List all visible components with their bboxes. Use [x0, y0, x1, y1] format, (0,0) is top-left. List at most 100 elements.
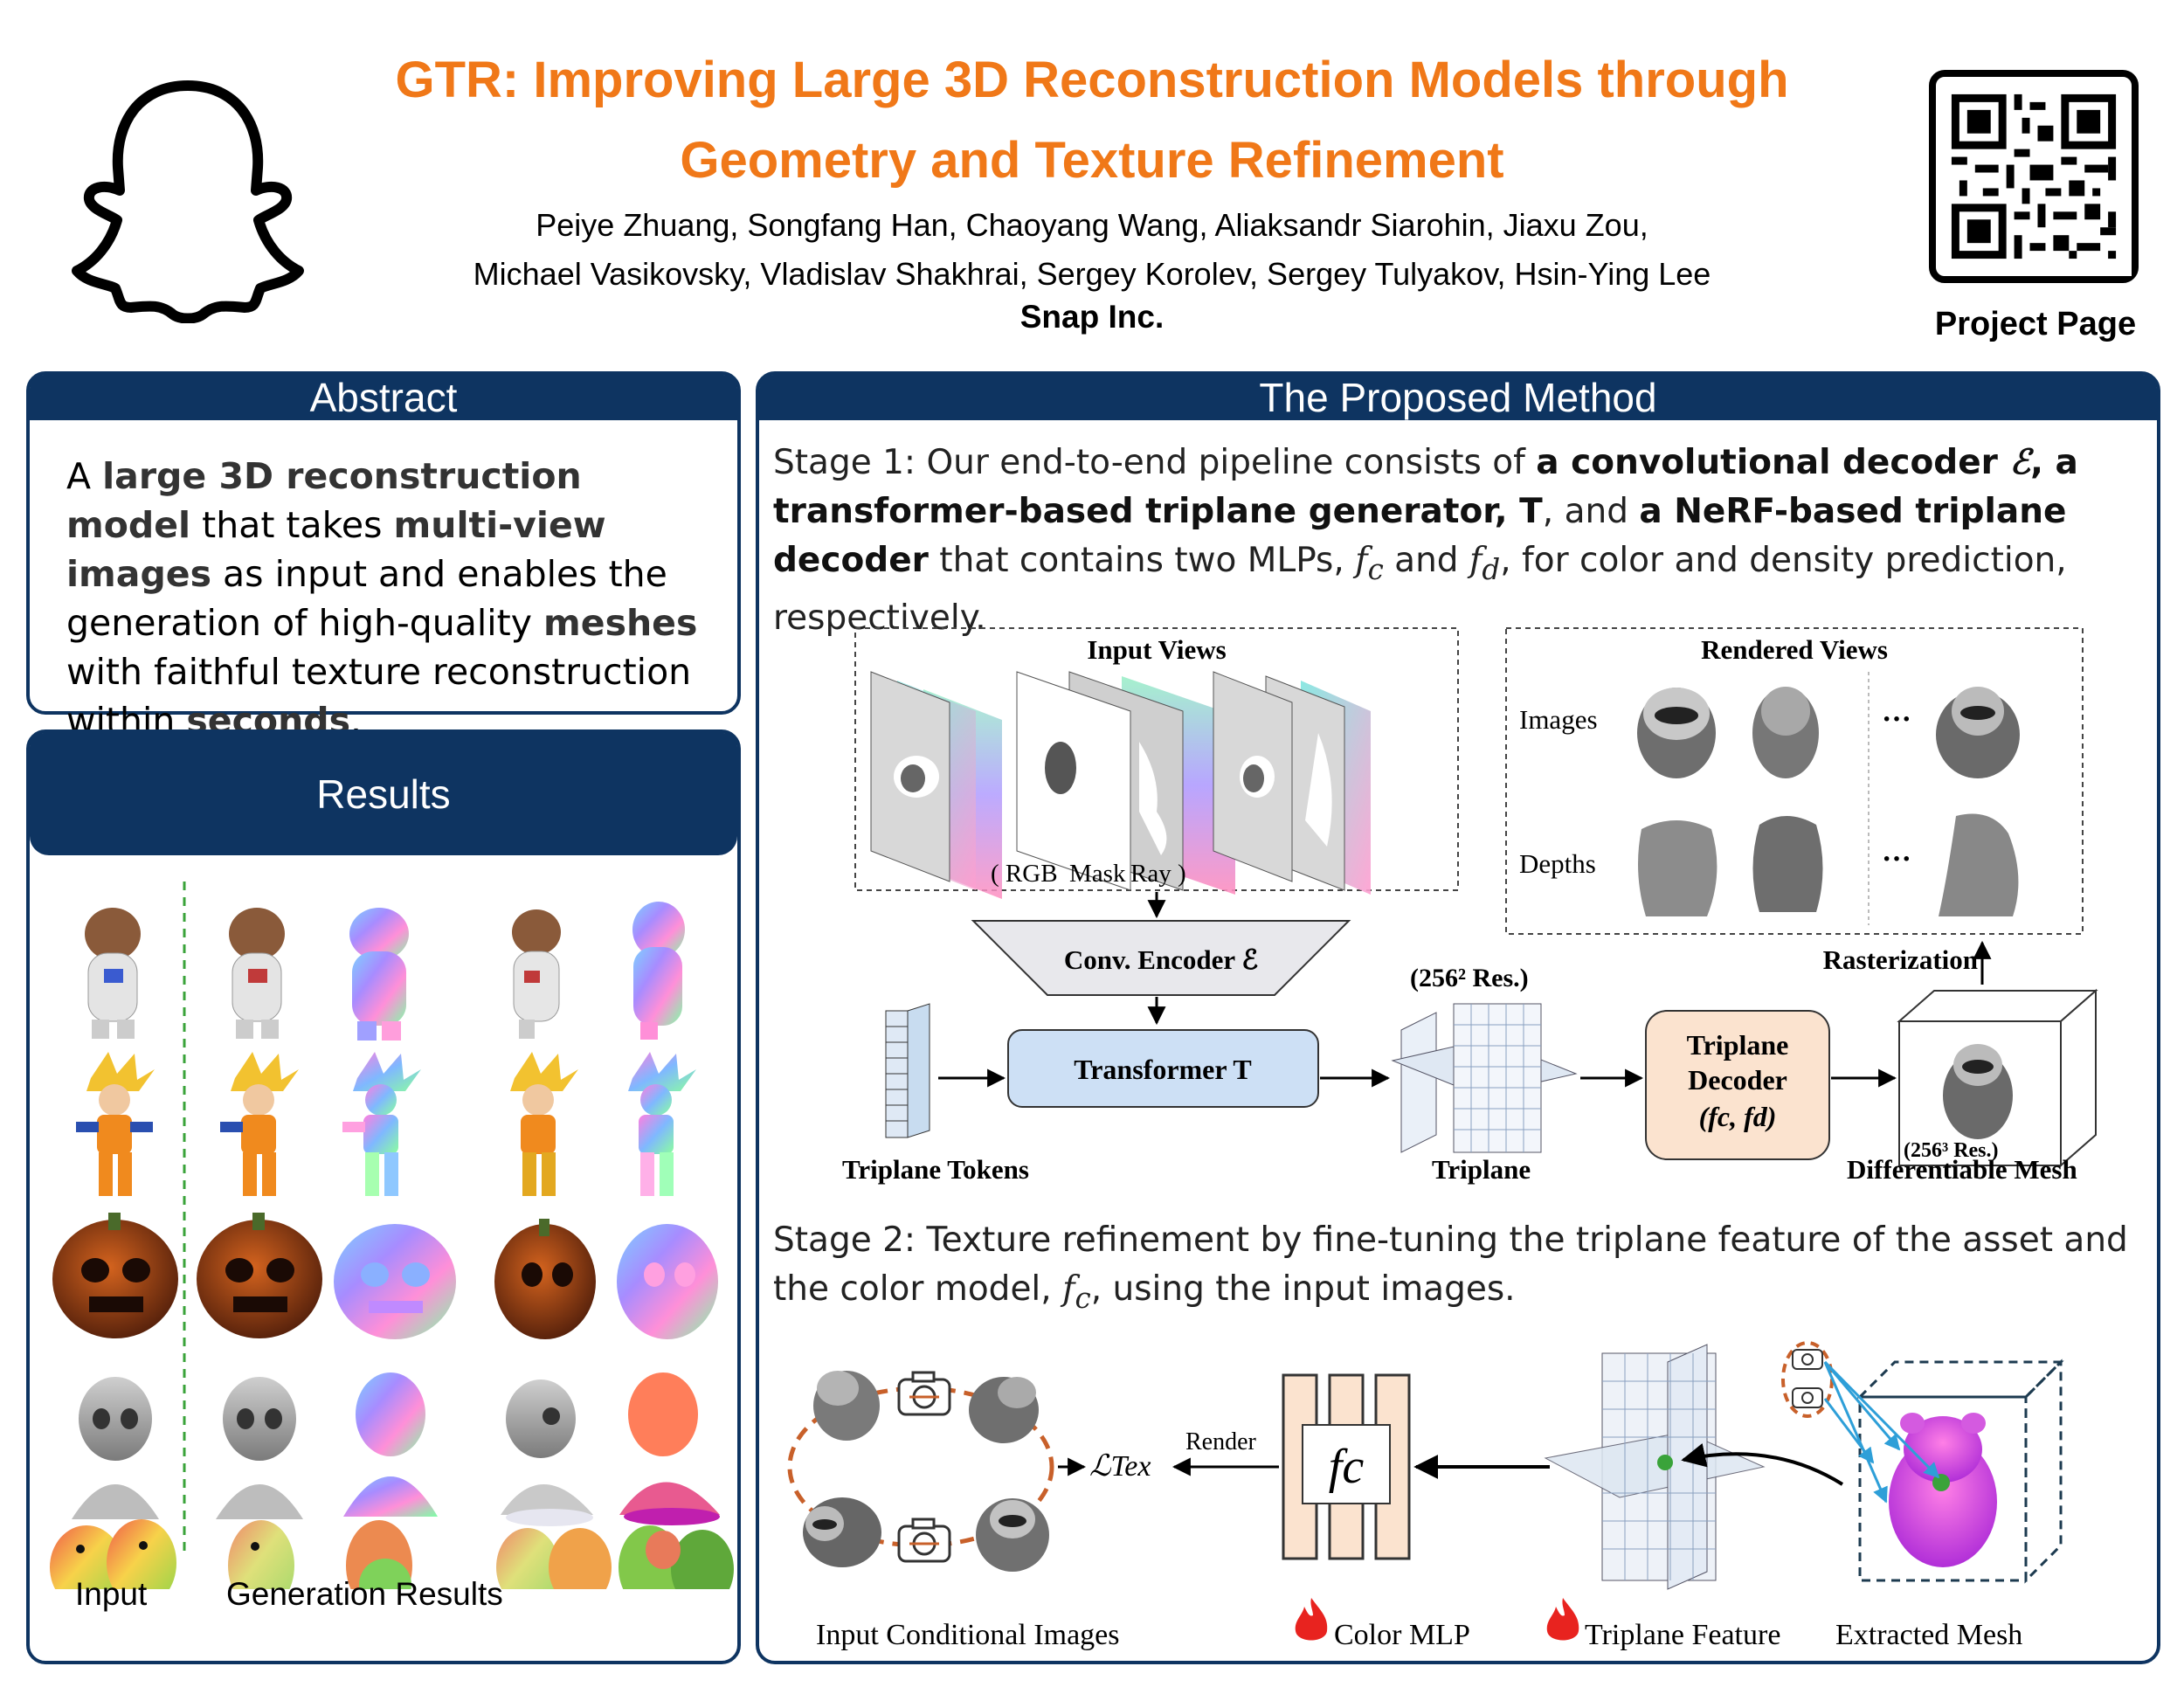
abstract-heading: Abstract — [30, 375, 737, 420]
transformer-label: Transformer T — [1074, 1054, 1252, 1085]
mask-label: Mask — [1069, 860, 1126, 888]
camera-icon — [897, 1371, 951, 1416]
color-mlp-block — [1282, 1373, 1411, 1560]
rendered-views-label: Rendered Views — [1701, 634, 1888, 665]
mesh-res-label: (256³ Res.) — [1904, 1139, 1999, 1162]
triplane-planes — [1391, 1003, 1578, 1153]
stage1-text-part: and — [1383, 541, 1469, 580]
abstract-bold: large 3D reconstruction model — [66, 455, 582, 546]
fc-label: fc — [1329, 1440, 1365, 1494]
mesh-sample-point — [1932, 1474, 1950, 1491]
stage1-bold: a NeRF-based triplane decoder — [773, 492, 2067, 580]
images-row-label: Images — [1519, 704, 1598, 735]
qr-code-icon — [1943, 86, 2132, 276]
title-line-2: Geometry and Texture Refinement — [680, 132, 1504, 189]
rasterization-label: Rasterization — [1823, 944, 1978, 975]
triplane-res-label: (256² Res.) — [1410, 964, 1529, 992]
abstract-body: A large 3D reconstruction model that tak… — [66, 452, 717, 745]
abstract-bold: meshes — [543, 602, 698, 644]
color-mlp-label: Color MLP — [1334, 1619, 1470, 1651]
authors-line-1: Peiye Zhuang, Songfang Han, Chaoyang Wan… — [536, 207, 1648, 243]
depths-row-label: Depths — [1519, 848, 1596, 879]
abstract-text: A — [66, 455, 103, 497]
stage1-math: f — [1355, 541, 1368, 580]
differentiable-mesh-cube — [1897, 988, 2098, 1168]
camera-icon — [1792, 1349, 1823, 1370]
results-input-label: Input — [75, 1576, 148, 1612]
triplane-decoder-label-1: Triplane — [1687, 1029, 1789, 1061]
transformer-block — [1007, 1029, 1319, 1108]
stage2-text-part: , using the input images. — [1090, 1269, 1516, 1309]
camera-rays — [1823, 1360, 1940, 1504]
abstract-text: with faithful texture reconstruction wit… — [66, 651, 692, 742]
input-views-label: Input Views — [1087, 634, 1226, 665]
result-row-bear — [85, 902, 685, 1041]
conditional-images — [803, 1371, 1049, 1572]
ghost-icon — [72, 80, 304, 324]
abstract-panel: Abstract A large 3D reconstruction model… — [26, 371, 741, 742]
stage1-math: ℰ — [2009, 442, 2031, 482]
rgb-label: ( RGB — [991, 860, 1058, 888]
affiliation: Snap Inc. — [1019, 299, 1165, 335]
camera-icon — [897, 1518, 951, 1563]
results-heading: Results — [30, 733, 737, 855]
flame-icon — [1295, 1598, 1328, 1641]
conv-encoder-label: Conv. Encoder ℰ — [1064, 944, 1259, 975]
triplane-feature-label: Triplane Feature — [1585, 1619, 1780, 1651]
abstract-text: that takes — [190, 504, 394, 546]
flame-icon — [1546, 1598, 1579, 1641]
stage1-text-part: , and — [1542, 492, 1640, 531]
author-list: Peiye Zhuang, Songfang Han, Chaoyang Wan… — [297, 201, 1887, 299]
title-line-1: GTR: Improving Large 3D Reconstruction M… — [395, 52, 1789, 108]
rendered-images — [1637, 687, 2020, 916]
triplane-decoder-label-2: Decoder — [1688, 1064, 1787, 1096]
rendered-views-box — [1505, 627, 2084, 935]
poster-title: GTR: Improving Large 3D Reconstruction M… — [297, 40, 1887, 201]
abstract-text: as input and enables the generation of h… — [66, 553, 667, 644]
result-row-pumpkin — [52, 1213, 718, 1339]
qr-label: Project Page — [1934, 306, 2137, 342]
method-heading: The Proposed Method — [759, 375, 2157, 420]
stage1-diagram: Input Views ( RGB Mask Ray ) Conv. Encod… — [842, 627, 2098, 1185]
stage1-math: f — [1469, 541, 1482, 580]
conv-encoder-block — [971, 920, 1351, 996]
result-row-skull — [72, 1372, 720, 1526]
input-view-stacks — [870, 671, 1371, 899]
stage2-diagram: ℒTex Input Conditional Images Render fc … — [787, 1341, 2064, 1651]
camera-icon — [1792, 1387, 1823, 1408]
results-panel: Results — [26, 729, 741, 1664]
triplane-tokens-stack — [885, 1003, 930, 1138]
triplane-decoder-label-3: (fc, fd) — [1699, 1101, 1777, 1132]
abstract-bold: multi-view images — [66, 504, 606, 595]
input-cond-images-label: Input Conditional Images — [816, 1619, 1120, 1651]
triplane-label: Triplane — [1432, 1154, 1531, 1185]
stage1-text: Stage 1: Our end-to-end pipeline consist… — [773, 438, 2153, 643]
stage2-math-sub: c — [1075, 1281, 1091, 1315]
loss-tex-label: ℒTex — [1089, 1450, 1151, 1483]
sample-point — [1657, 1455, 1673, 1470]
depths-ellipsis: ··· — [1882, 843, 1911, 875]
triplane-decoder-block — [1645, 1010, 1830, 1160]
snapchat-logo — [70, 70, 306, 324]
render-label: Render — [1185, 1428, 1257, 1455]
results-generation-label: Generation Results — [226, 1576, 503, 1612]
stage2-text: Stage 2: Texture refinement by fine-tuni… — [773, 1216, 2153, 1323]
result-row-birds — [50, 1519, 734, 1589]
stage2-math: f — [1062, 1269, 1075, 1309]
stage1-text-part: Stage 1: Our end-to-end pipeline consist… — [773, 443, 1537, 482]
extracted-mesh-label: Extracted Mesh — [1835, 1619, 2022, 1651]
method-panel: The Proposed Method Stage 1: Our end-to-… — [756, 371, 2160, 1664]
stage1-bold: , a transformer-based triplane generator… — [773, 443, 2078, 531]
triplane-feature-planes — [1544, 1344, 1766, 1590]
stage1-text-part: , for color and density prediction, resp… — [773, 541, 2067, 638]
images-ellipsis: ··· — [1882, 703, 1911, 736]
result-row-goku — [76, 1052, 696, 1196]
stage2-text-part: Stage 2: Texture refinement by fine-tuni… — [773, 1220, 2128, 1309]
ray-label: Ray ) — [1130, 860, 1186, 888]
input-views-box — [854, 627, 1459, 891]
stage1-bold: a convolutional decoder — [1536, 443, 2010, 482]
stage1-math-sub: c — [1367, 552, 1384, 586]
qr-code[interactable] — [1929, 70, 2139, 283]
diff-mesh-label: Differentiable Mesh — [1847, 1154, 2077, 1185]
stage1-math-sub: d — [1482, 552, 1501, 586]
